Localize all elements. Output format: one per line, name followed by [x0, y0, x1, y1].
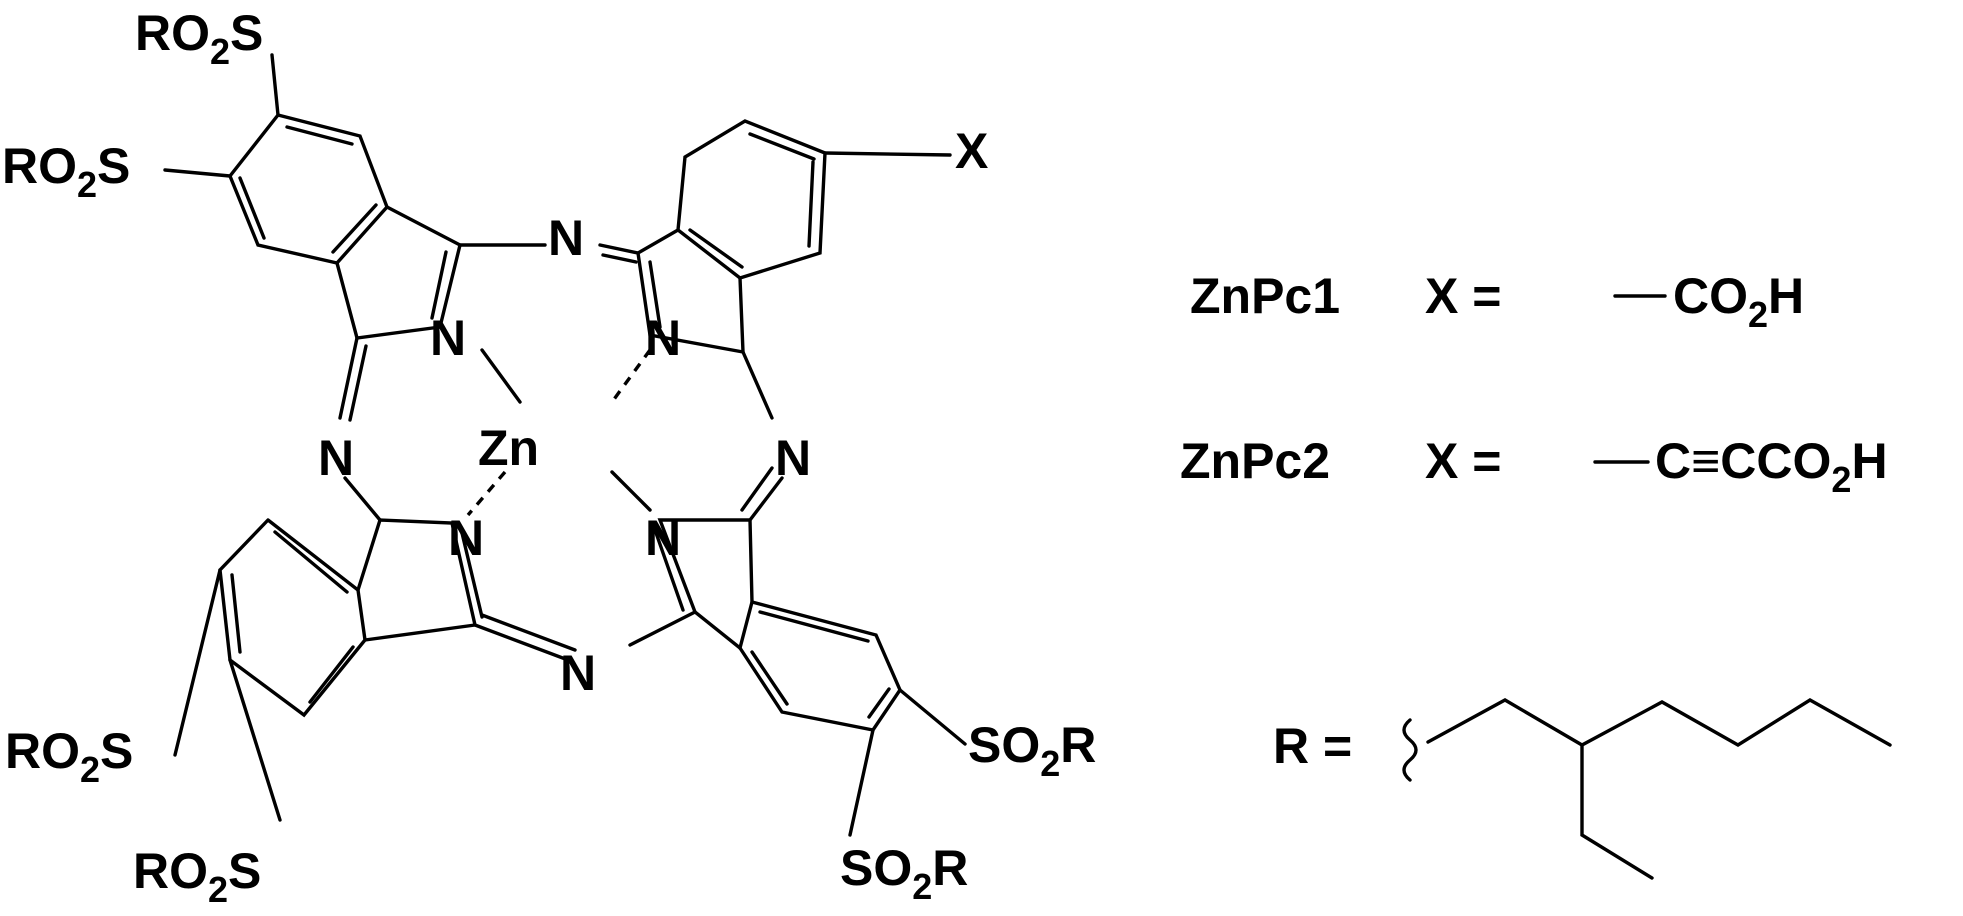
nitrogen-label: N	[448, 510, 484, 566]
metal-center-label: Zn	[478, 420, 539, 476]
sulfonyl-substituents: RO2S RO2S RO2S RO2S SO2R SO2R	[2, 5, 1096, 910]
sulfonyl-group-label: SO2R	[840, 840, 968, 907]
sulfonyl-group-label: RO2S	[133, 843, 261, 910]
nitrogen-label: N	[318, 430, 354, 486]
sulfonyl-group-label: SO2R	[968, 717, 1096, 784]
r-equals-label: R =	[1273, 718, 1352, 774]
ethyl-branch	[1580, 743, 1654, 880]
sulfonyl-group-label: RO2S	[2, 138, 130, 205]
sulfonyl-group-label: RO2S	[135, 5, 263, 72]
atom-labels: Zn N N N N N N N N X	[318, 123, 988, 701]
x-substituent-label: X	[955, 123, 988, 179]
ethylhexyl-chain	[1426, 698, 1892, 747]
legend-r-group: R =	[1273, 698, 1892, 880]
nitrogen-label: N	[645, 510, 681, 566]
legend-znpc1: ZnPc1 X = CO2H	[1190, 268, 1804, 335]
compound-name-label: ZnPc1	[1190, 268, 1340, 324]
nitrogen-label: N	[430, 310, 466, 366]
propiolic-acid-group-label: C≡CCO2H	[1655, 433, 1888, 500]
nitrogen-label: N	[548, 210, 584, 266]
nitrogen-label: N	[775, 430, 811, 486]
legend-znpc2: ZnPc2 X = C≡CCO2H	[1180, 433, 1888, 500]
attachment-wavy-bond	[1402, 718, 1418, 782]
compound-name-label: ZnPc2	[1180, 433, 1330, 489]
molecule-bonds	[163, 53, 967, 837]
nitrogen-label: N	[645, 310, 681, 366]
carboxylic-acid-group-label: CO2H	[1673, 268, 1804, 335]
nitrogen-label: N	[560, 645, 596, 701]
x-equals-label: X =	[1425, 433, 1501, 489]
sulfonyl-group-label: RO2S	[5, 723, 133, 790]
x-equals-label: X =	[1425, 268, 1501, 324]
